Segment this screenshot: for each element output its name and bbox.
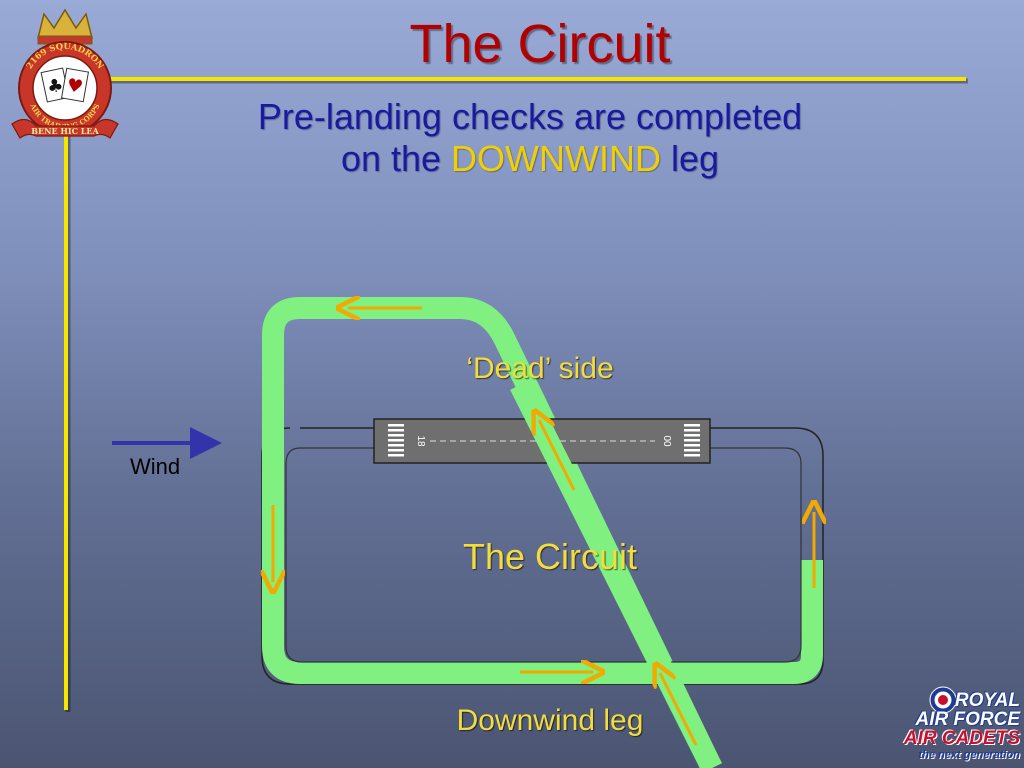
playing-cards-icon: ♣ ♥: [40, 67, 90, 103]
roundel-icon: [929, 686, 957, 714]
slide-title: The Circuit: [409, 14, 671, 74]
runway-number-right: 00: [661, 435, 672, 447]
threshold-stripe: [684, 449, 700, 452]
raf-line-3: AIR CADETS: [903, 728, 1020, 749]
circuit-path: [262, 297, 823, 768]
subtitle-suffix: leg: [661, 138, 720, 179]
subtitle-line-2: on the DOWNWIND leg: [180, 138, 880, 180]
threshold-stripe: [388, 449, 404, 452]
threshold-stripe: [684, 454, 700, 457]
threshold-stripe: [684, 439, 700, 442]
threshold-stripe: [388, 454, 404, 457]
runway-threshold-right: [684, 424, 700, 457]
threshold-stripe: [388, 429, 404, 432]
svg-text:♣: ♣: [45, 75, 65, 99]
squadron-badge: ♣ ♥ 2169 SQUADRON AIR TRAINING CORPS BEN…: [11, 8, 119, 139]
subtitle-prefix: on the: [340, 138, 452, 179]
circuit-inner-outline: [285, 447, 802, 663]
threshold-stripe: [684, 424, 700, 427]
wind-label: Wind: [129, 454, 181, 479]
runway-threshold-left: [388, 424, 404, 457]
subtitle-line-1: Pre-landing checks are completed: [257, 96, 803, 137]
threshold-stripe: [388, 439, 404, 442]
arrow-diagonal-upper: [539, 420, 576, 491]
badge-motto: BENE HIC LEA: [31, 126, 99, 136]
raf-line-2: AIR FORCE: [915, 709, 1021, 730]
threshold-stripe: [388, 434, 404, 437]
crown-icon: [37, 8, 93, 45]
threshold-stripe: [388, 444, 404, 447]
dead-side-label: ‘Dead’ side: [466, 352, 614, 385]
threshold-stripe: [684, 444, 700, 447]
threshold-stripe: [684, 429, 700, 432]
svg-text:♥: ♥: [65, 75, 85, 98]
raf-line-4: the next generation: [918, 749, 1020, 761]
raf-line-1: ROYAL: [954, 690, 1020, 711]
runway-number-left: 18: [415, 435, 426, 447]
threshold-stripe: [684, 434, 700, 437]
threshold-stripe: [388, 424, 404, 427]
subtitle: Pre-landing checks are completed on the …: [180, 96, 880, 180]
downwind-highlight: DOWNWIND: [451, 138, 661, 179]
motto-scroll: [11, 118, 119, 139]
arrow-diagonal-lower: [660, 673, 698, 746]
raf-air-cadets-logo: ROYAL AIR FORCE AIR CADETS the next gene…: [890, 683, 1024, 768]
circuit-label: The Circuit: [462, 536, 638, 577]
downwind-leg-label: Downwind leg: [456, 704, 644, 737]
